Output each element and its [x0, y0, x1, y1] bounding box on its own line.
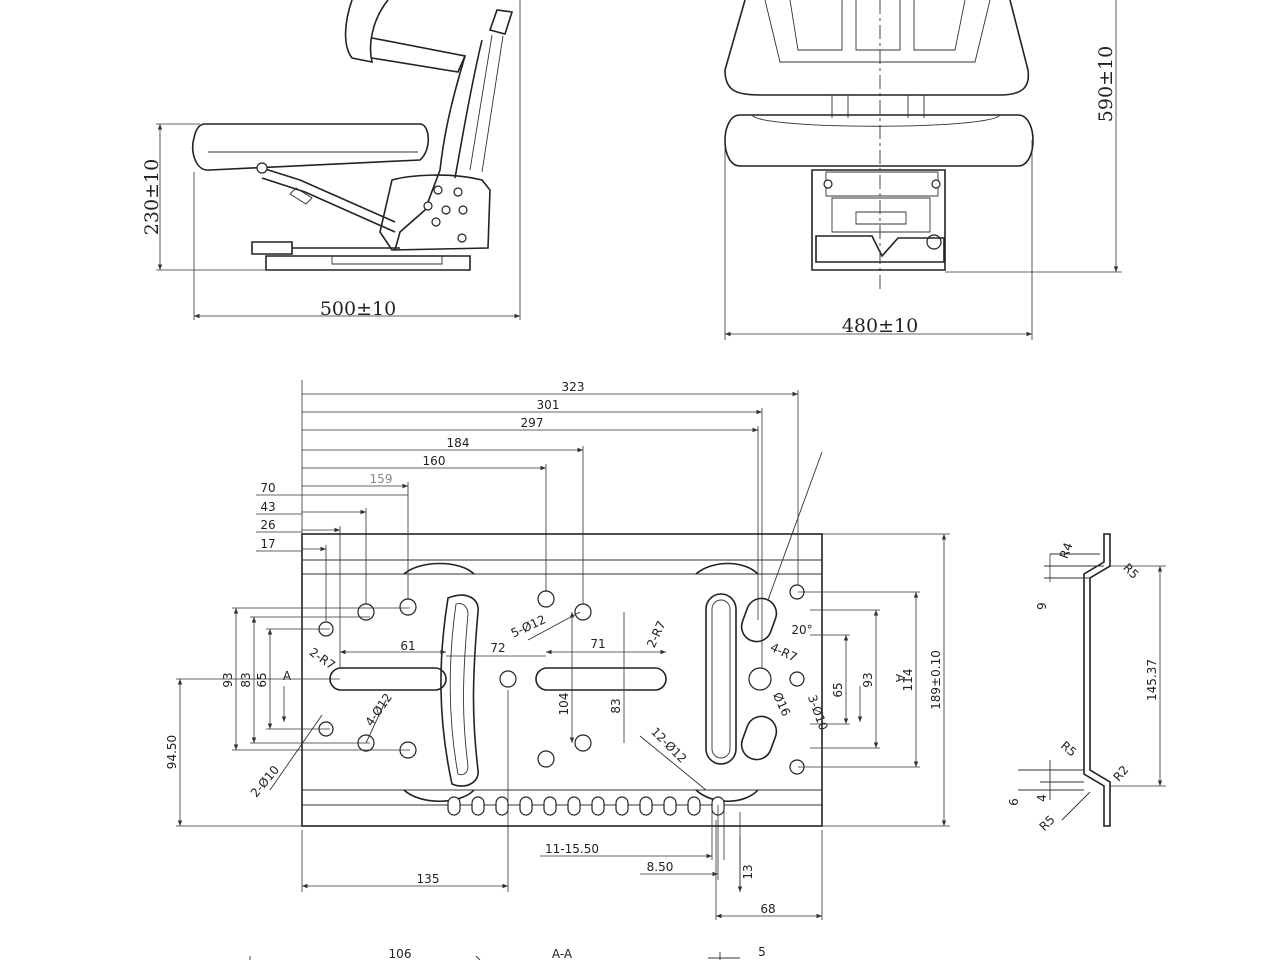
- dim-65-left: 65: [255, 672, 269, 687]
- strip-106: 106: [389, 947, 412, 960]
- dim-93-left: 93: [221, 672, 235, 687]
- section-profile: 9 R4 R5 145.37 R5 R2 6 4 R5: [1007, 533, 1166, 834]
- mounting-plate-drawing: 323 301 297 184 160 159 70 43 26 17 93 8…: [165, 380, 950, 920]
- sec-r2: R2: [1110, 763, 1131, 784]
- sec-r5-bottom: R5: [1037, 813, 1058, 834]
- dim-65-right: 65: [831, 682, 845, 697]
- dim-184: 184: [447, 436, 470, 450]
- sec-r5-top: R5: [1120, 561, 1141, 582]
- dim-8-50: 8.50: [647, 860, 674, 874]
- d10-three: 3-Ø10: [805, 693, 831, 732]
- dim-83-left: 83: [239, 672, 253, 687]
- sec-6: 6: [1007, 798, 1021, 806]
- dim-297: 297: [521, 416, 544, 430]
- dim-323: 323: [562, 380, 585, 394]
- dim-93-right: 93: [861, 672, 875, 687]
- dim-94-50: 94.50: [165, 735, 179, 769]
- seat-front-view: 480±10 590±10: [724, 0, 1122, 340]
- section-a-left: A: [283, 669, 292, 683]
- d12-four: 4-Ø12: [362, 691, 395, 729]
- d16: Ø16: [770, 690, 793, 718]
- dim-17: 17: [260, 537, 275, 551]
- r7-left: 2-R7: [307, 645, 338, 672]
- dim-43: 43: [260, 500, 275, 514]
- sec-r4-top: R4: [1057, 541, 1076, 561]
- sec-4: 4: [1035, 794, 1049, 802]
- d12-five: 5-Ø12: [509, 612, 548, 640]
- dim-189: 189±0.10: [929, 650, 943, 710]
- side-height-label: 230±10: [141, 159, 163, 235]
- seat-side-view: 500±10 230±10: [141, 0, 521, 320]
- sec-145-37: 145.37: [1145, 659, 1159, 701]
- bottom-cutoff-strip: 106 A-A 5: [249, 945, 766, 960]
- strip-5: 5: [758, 945, 766, 959]
- r7-right: 2-R7: [644, 619, 668, 650]
- sec-r5-mid: R5: [1058, 738, 1079, 759]
- side-width-label: 500±10: [320, 298, 396, 320]
- bottom-hole-row: [447, 796, 725, 816]
- dim-11-15-50: 11-15.50: [545, 842, 599, 856]
- front-height-label: 590±10: [1095, 46, 1117, 122]
- dim-159: 159: [370, 472, 393, 486]
- dim-13: 13: [741, 864, 755, 879]
- d10-two: 2-Ø10: [248, 763, 282, 800]
- center-gap: 72: [490, 641, 505, 655]
- dim-70: 70: [260, 481, 275, 495]
- sec-9: 9: [1035, 602, 1049, 610]
- r7-four: 4-R7: [768, 640, 799, 664]
- dim-301: 301: [537, 398, 560, 412]
- mid-83: 83: [609, 698, 623, 713]
- angle-20: 20°: [791, 623, 812, 637]
- section-a-right: A: [893, 674, 907, 683]
- slot-right-len: 71: [590, 637, 605, 651]
- dim-135: 135: [417, 872, 440, 886]
- dim-26: 26: [260, 518, 275, 532]
- slot-left-len: 61: [400, 639, 415, 653]
- strip-a-a: A-A: [552, 947, 573, 960]
- dim-160: 160: [423, 454, 446, 468]
- dim-114: 114: [901, 669, 915, 692]
- dim-68: 68: [760, 902, 775, 916]
- mid-104: 104: [557, 693, 571, 716]
- front-width-label: 480±10: [842, 315, 918, 337]
